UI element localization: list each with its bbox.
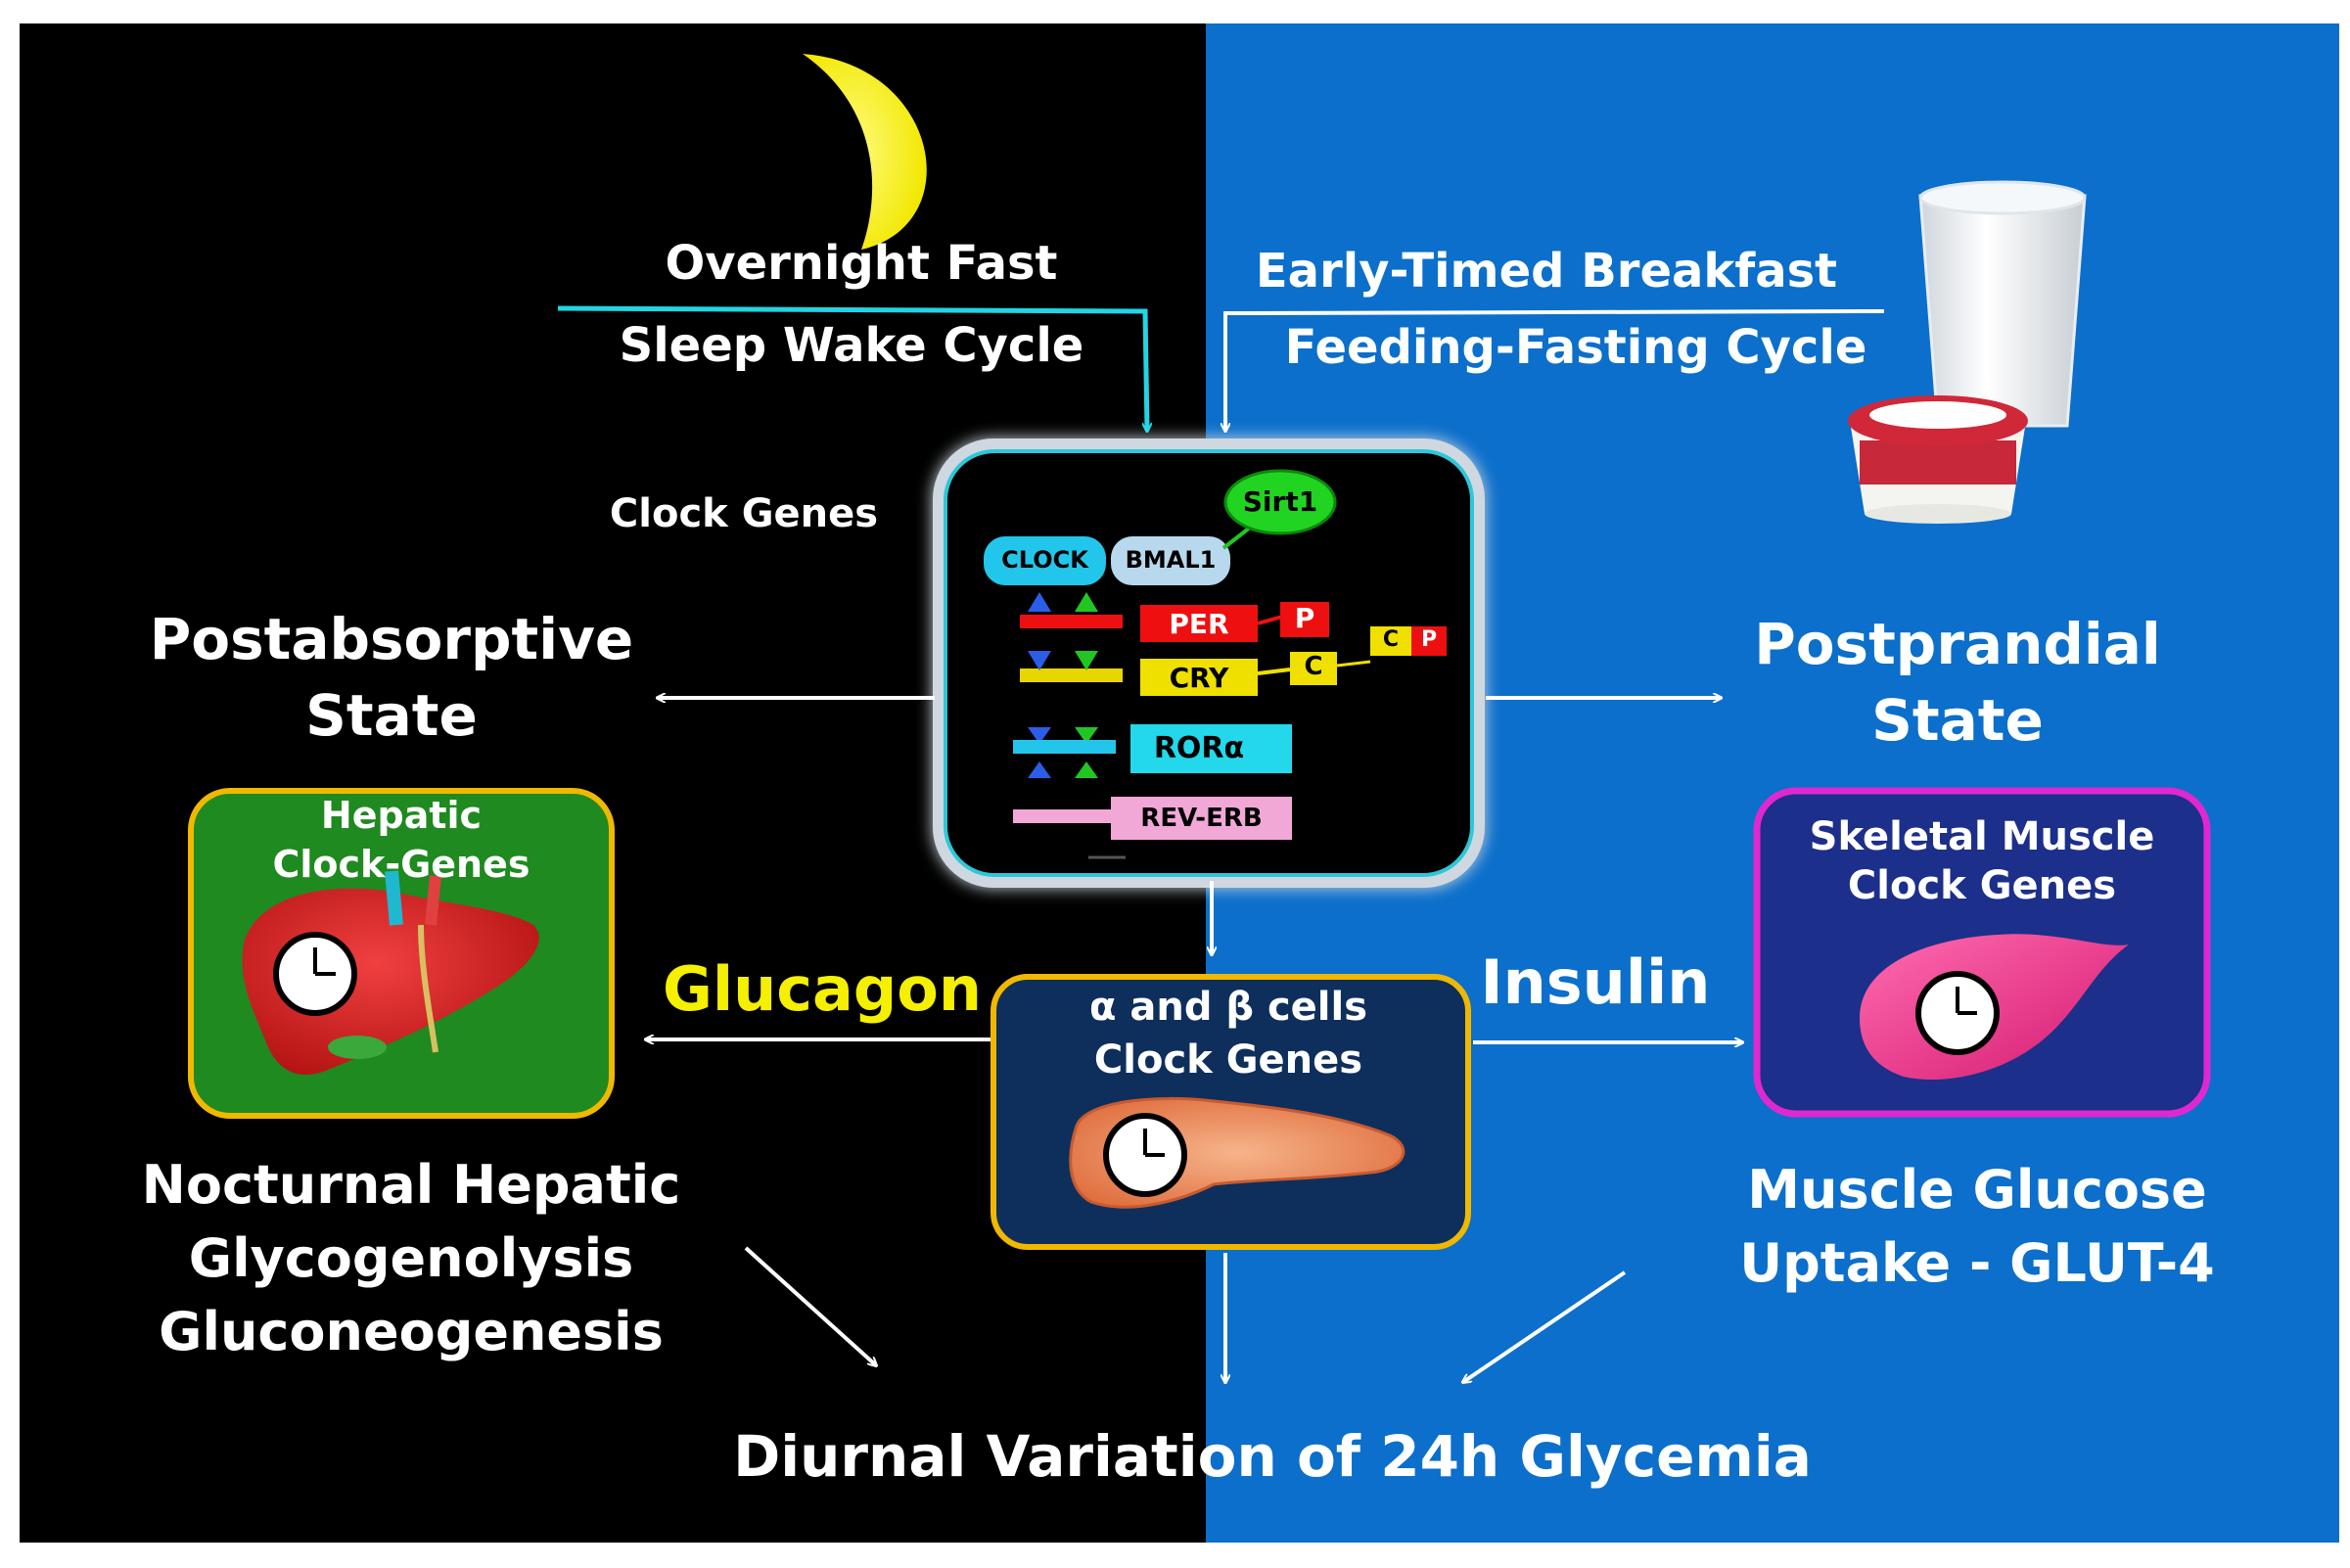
- cry-bar: [1020, 669, 1123, 682]
- diurnal-variation-label: Diurnal Variation of 24h Glycemia: [733, 1423, 1812, 1490]
- nocturnal-hepatic-label: Nocturnal Hepatic: [141, 1154, 681, 1216]
- postabsorptive-state-label: State: [305, 682, 478, 749]
- skeletal-muscle-label: Skeletal Muscle: [1809, 814, 2155, 859]
- muscle-clock-genes-label: Clock Genes: [1847, 863, 2117, 908]
- glucagon-label: Glucagon: [663, 953, 982, 1025]
- ror-box: [1130, 724, 1292, 773]
- alpha-beta-cells-label: α and β cells: [1088, 985, 1368, 1030]
- hepatic-clock-genes-label: Clock-Genes: [272, 843, 530, 886]
- cry-box: [1140, 659, 1258, 696]
- yogurt-cup-icon: [1848, 395, 2028, 524]
- pancreas-clock-icon: [1103, 1113, 1187, 1197]
- overnight-fast-label: Overnight Fast: [665, 236, 1058, 291]
- feeding-fasting-arrow: [1225, 309, 1885, 431]
- insulin-label: Insulin: [1480, 946, 1711, 1018]
- muscle-to-glycemia-arrow: [1463, 1270, 1627, 1382]
- postprandial-label: Postprandial: [1754, 611, 2161, 677]
- sirt1-oval: [1223, 469, 1337, 535]
- glut4-label: Uptake - GLUT-4: [1739, 1232, 2215, 1294]
- liver-clock-icon: [273, 932, 357, 1016]
- cry-label: CRY: [1169, 662, 1229, 694]
- clock-gene-label: CLOCK: [1001, 546, 1088, 574]
- hepatic-label: Hepatic: [320, 794, 483, 837]
- pancreas-clock-genes-label: Clock Genes: [1093, 1038, 1363, 1083]
- moon-icon: [803, 54, 927, 250]
- complex-p-label: P: [1420, 627, 1438, 652]
- glycogenolysis-label: Glycogenolysis: [188, 1227, 634, 1289]
- per-p-label: P: [1294, 602, 1315, 634]
- postabsorptive-label: Postabsorptive: [149, 606, 634, 672]
- ror-label: RORα: [1153, 731, 1245, 765]
- cry-c-label: C: [1304, 652, 1323, 681]
- cry-c-box: [1290, 652, 1337, 685]
- reverb-label: REV-ERB: [1140, 804, 1263, 833]
- per-bar: [1020, 615, 1123, 628]
- clock-gene-box-inner-border: [944, 449, 1474, 877]
- per-box: [1140, 605, 1258, 642]
- sirt1-label: Sirt1: [1242, 485, 1318, 518]
- postprandial-state-label: State: [1871, 687, 2044, 754]
- muscle-glucose-label: Muscle Glucose: [1747, 1159, 2207, 1221]
- hepatic-to-glycemia-arrow: [744, 1246, 876, 1365]
- per-label: PER: [1169, 608, 1229, 640]
- clock-genes-label: Clock Genes: [609, 491, 879, 536]
- milk-glass-icon: [1918, 180, 2087, 428]
- gluconeogenesis-label: Gluconeogenesis: [159, 1301, 664, 1362]
- feeding-fasting-label: Feeding-Fasting Cycle: [1284, 320, 1867, 375]
- bmal1-label: BMAL1: [1125, 546, 1217, 574]
- sleep-wake-arrow: [557, 305, 1147, 431]
- muscle-clock-icon: [1915, 971, 2000, 1055]
- sleep-wake-label: Sleep Wake Cycle: [619, 318, 1084, 373]
- reverb-box: [1111, 797, 1292, 840]
- complex-p-box: [1411, 626, 1447, 656]
- per-p-box: [1280, 602, 1329, 637]
- clock-pill: [984, 536, 1106, 585]
- reverb-bar: [1013, 809, 1116, 823]
- breakfast-label: Early-Timed Breakfast: [1255, 244, 1838, 299]
- ror-bar: [1013, 740, 1116, 754]
- complex-c-box: [1370, 626, 1411, 656]
- bmal1-pill: [1111, 536, 1230, 585]
- complex-c-label: C: [1382, 627, 1400, 652]
